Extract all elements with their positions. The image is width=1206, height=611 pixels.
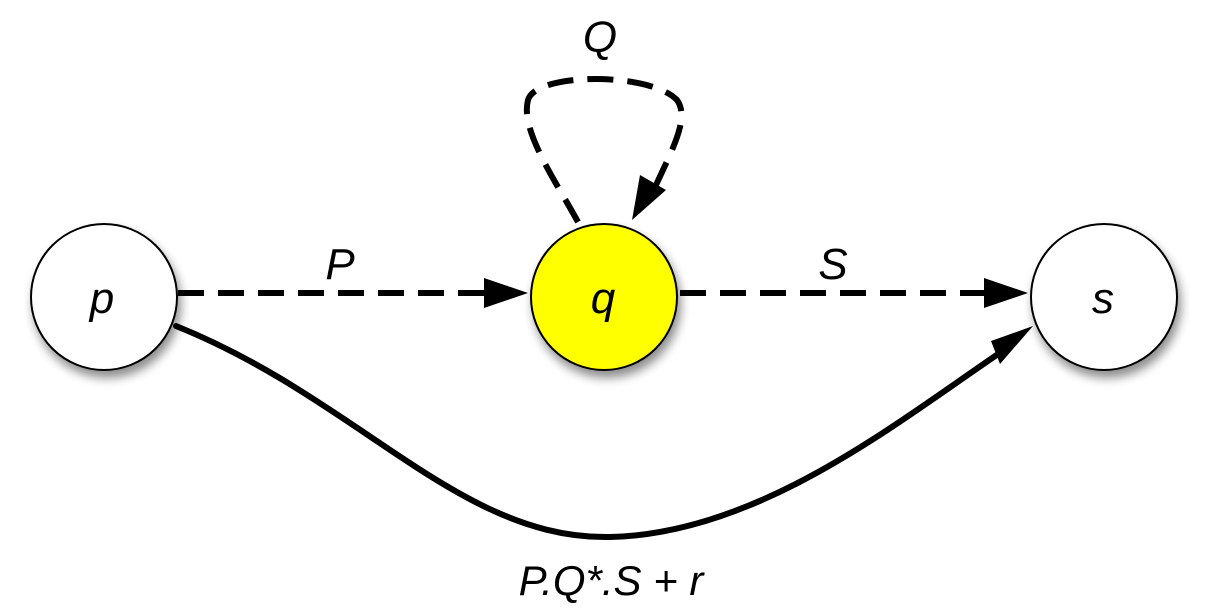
edge-p-to-q-label: P — [325, 240, 355, 289]
edge-q-loop-line — [523, 76, 685, 224]
node-p-label: p — [88, 274, 114, 323]
edge-q-to-s-label: S — [818, 240, 847, 289]
arrowhead-icon — [484, 278, 528, 308]
node-s-label: s — [1092, 274, 1114, 323]
arrowhead-icon — [991, 326, 1033, 364]
node-q-circle — [530, 223, 678, 371]
edge-p-to-q: P — [178, 240, 528, 308]
arrowhead-icon — [632, 175, 666, 220]
edge-q-to-s: S — [680, 240, 1028, 308]
arrowhead-icon — [984, 278, 1028, 308]
edge-p-to-s-line — [173, 323, 1007, 541]
node-s: s — [1030, 223, 1178, 371]
edge-q-loop-label: Q — [583, 13, 617, 62]
edge-p-to-s-label: P.Q*.S + r — [519, 557, 706, 604]
node-p: p — [30, 223, 178, 371]
node-p-circle — [30, 223, 178, 371]
node-s-circle — [1030, 223, 1178, 371]
node-q: q — [530, 223, 678, 371]
edge-q-loop: Q — [523, 13, 685, 224]
edge-p-to-s: P.Q*.S + r — [173, 323, 1033, 604]
node-q-label: q — [591, 274, 616, 323]
